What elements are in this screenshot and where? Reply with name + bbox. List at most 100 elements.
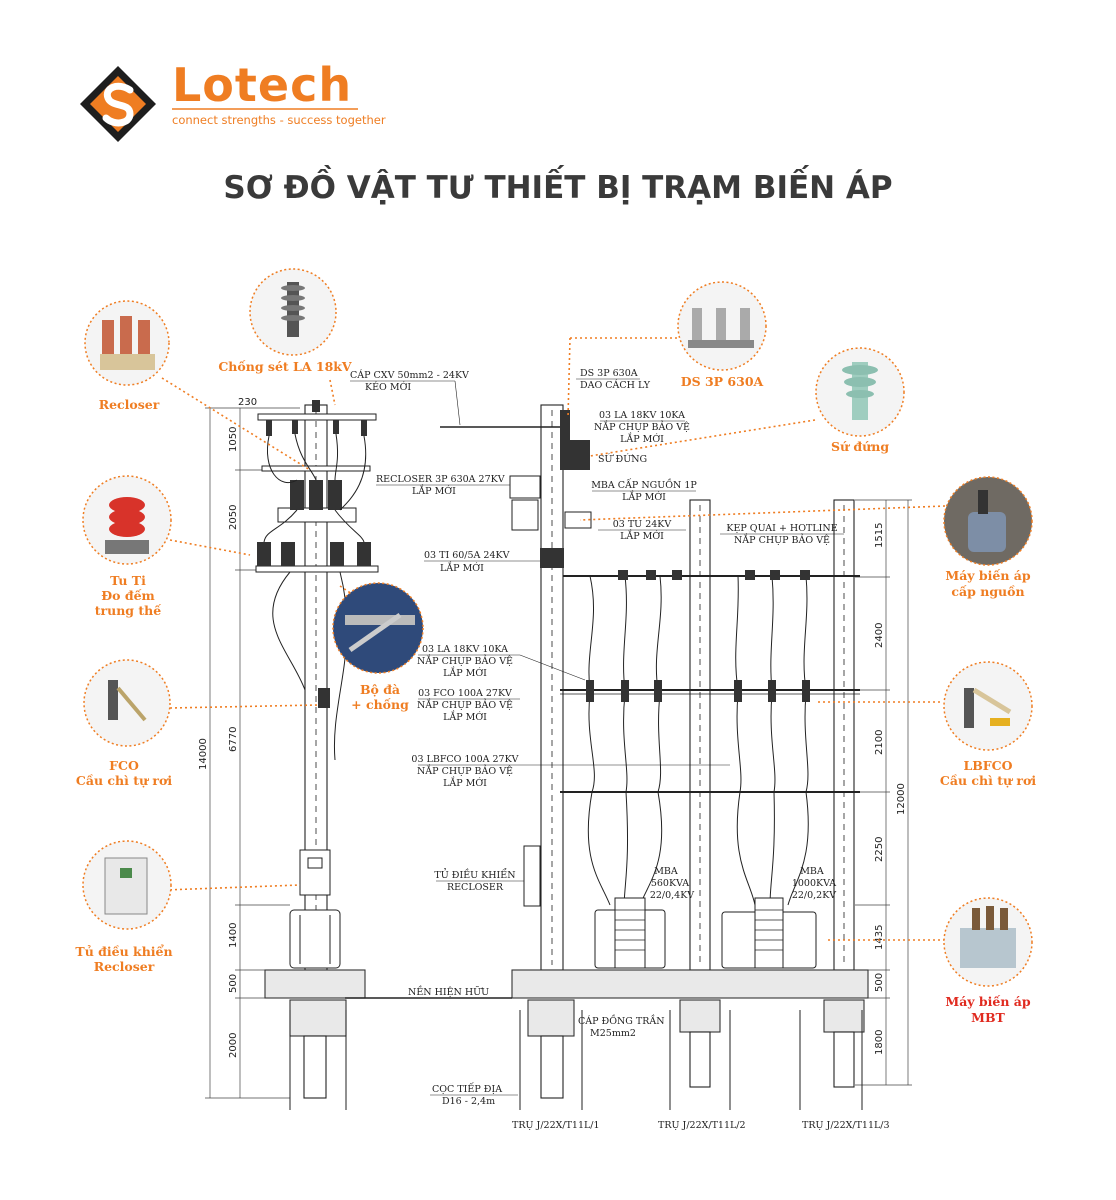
caption-sudung: Sứ đứng	[831, 439, 889, 454]
caption-lbfco-2: Cầu chì tự rơi	[940, 773, 1036, 788]
note-tudk-1: TỦ ĐIỀU KHIỂN	[434, 868, 515, 881]
boda-photo-icon	[332, 582, 424, 674]
note-mba560-2: 560KVA	[651, 878, 689, 889]
post-insulator-photo-icon	[815, 347, 905, 437]
note-kep-2: NẮP CHỤP BẢO VỆ	[734, 533, 830, 546]
note-capdong-2: M25mm2	[590, 1028, 636, 1039]
note-cap-cxv-1: CÁP CXV 50mm2 - 24KV	[350, 369, 469, 381]
la-photo-icon	[249, 268, 337, 356]
note-recloser-2: LẮP MỚI	[412, 484, 456, 497]
dim-230: 230	[238, 397, 257, 408]
note-recloser-1: RECLOSER 3P 630A 27KV	[376, 474, 505, 485]
caption-tudk-1: Tủ điều khiển	[75, 944, 172, 959]
note-nen: NỀN HIỆN HỮU	[408, 985, 489, 998]
technical-notes: CÁP CXV 50mm2 - 24KV KÉO MỚI RECLOSER 3P…	[350, 368, 890, 1131]
caption-recloser: Recloser	[99, 397, 160, 412]
caption-tuti-3: trung thế	[95, 603, 161, 618]
note-ds-2: DAO CÁCH LY	[580, 379, 651, 391]
note-la3b-1: 03 LA 18KV 10KA	[422, 644, 508, 655]
left-dimensions: 230 1050 2050 6770 14000 1400 500 2000	[198, 397, 300, 1099]
caption-tuti-1: Tu Ti	[110, 573, 146, 588]
caption-tudk-2: Recloser	[94, 959, 155, 974]
dim-2250: 2250	[874, 837, 885, 862]
note-mba1000-3: 22/0,2KV	[792, 890, 836, 901]
note-tru2: TRỤ J/22X/T11L/2	[658, 1120, 746, 1131]
note-fco3-1: 03 FCO 100A 27KV	[418, 688, 512, 699]
page-title: SƠ ĐỒ VẬT TƯ THIẾT BỊ TRẠM BIẾN ÁP	[223, 170, 893, 206]
right-dimensions: 1515 2400 2100 2250 12000 1435 500 1800	[855, 499, 912, 1086]
note-ti-1: 03 TI 60/5A 24KV	[424, 550, 510, 561]
left-pole	[255, 400, 379, 1110]
note-lbfco3-3: LẮP MỚI	[443, 776, 487, 789]
caption-mbacn-1: Máy biến áp	[945, 568, 1031, 583]
caption-la: Chống sét LA 18kV	[218, 359, 352, 374]
dim-2400: 2400	[874, 623, 885, 648]
lbfco-photo-icon	[943, 661, 1033, 751]
note-la3-3: LẮP MỚI	[620, 432, 664, 445]
note-ds-1: DS 3P 630A	[580, 368, 638, 379]
supply-transformer-photo-icon	[943, 476, 1033, 566]
note-lbfco3-2: NẮP CHỤP BẢO VỆ	[417, 764, 513, 777]
note-la3b-2: NẮP CHỤP BẢO VỆ	[417, 654, 513, 667]
note-kep-1: KẸP QUAI + HOTLINE	[726, 523, 837, 534]
dim-1800: 1800	[874, 1030, 885, 1055]
note-ti-2: LẮP MỚI	[440, 561, 484, 574]
note-mbacn-1: MBA CẤP NGUỒN 1P	[591, 478, 697, 491]
note-lbfco3-1: 03 LBFCO 100A 27KV	[411, 754, 518, 765]
caption-tuti-2: Đo đếm	[101, 588, 155, 603]
caption-mbacn-2: cấp nguồn	[951, 584, 1024, 599]
mbt-photo-icon	[943, 897, 1033, 987]
note-mba1000-1: MBA	[800, 866, 824, 877]
note-cap-cxv-2: KÉO MỚI	[365, 381, 411, 393]
caption-fco-2: Cầu chì tự rơi	[76, 773, 172, 788]
caption-boda-1: Bộ đà	[360, 682, 400, 697]
fco-photo-icon	[83, 659, 171, 747]
note-tu24-2: LẮP MỚI	[620, 529, 664, 542]
brand-name: Lotech	[172, 58, 353, 112]
note-coc-2: D16 - 2,4m	[442, 1096, 495, 1107]
dim-1515: 1515	[874, 523, 885, 548]
right-structure	[345, 404, 869, 1110]
note-la3-1: 03 LA 18KV 10KA	[599, 410, 685, 421]
note-mba560-3: 22/0,4KV	[650, 890, 694, 901]
brand-tagline: connect strengths - success together	[172, 113, 386, 127]
recloser-photo-icon	[84, 300, 170, 386]
dim-500r: 500	[874, 973, 885, 992]
dim-2050: 2050	[228, 505, 239, 530]
control-cabinet-photo-icon	[82, 840, 172, 930]
note-coc-1: CỌC TIẾP ĐỊA	[432, 1082, 502, 1095]
note-mba1000-2: 1000KVA	[792, 878, 836, 889]
note-tu24-1: 03 TU 24KV	[613, 519, 672, 530]
dim-2000: 2000	[228, 1033, 239, 1058]
caption-ds: DS 3P 630A	[681, 374, 764, 389]
dim-1435: 1435	[874, 925, 885, 950]
note-la3-2: NẮP CHỤP BẢO VỆ	[594, 420, 690, 433]
note-la3b-3: LẮP MỚI	[443, 666, 487, 679]
note-mbacn-2: LẮP MỚI	[622, 490, 666, 503]
note-fco3-2: NẮP CHỤP BẢO VỆ	[417, 698, 513, 711]
leader-lines	[161, 337, 946, 941]
dim-1400: 1400	[228, 923, 239, 948]
note-capdong-1: CÁP ĐỒNG TRẦN	[578, 1014, 665, 1027]
dim-2100: 2100	[874, 730, 885, 755]
tuti-photo-icon	[82, 475, 172, 565]
ds-photo-icon	[677, 281, 767, 371]
dim-14000: 14000	[198, 738, 209, 770]
dim-500: 500	[228, 974, 239, 993]
note-tru3: TRỤ J/22X/T11L/3	[802, 1120, 890, 1131]
caption-fco-1: FCO	[109, 758, 139, 773]
caption-lbfco-1: LBFCO	[963, 758, 1012, 773]
dim-12000: 12000	[896, 783, 907, 815]
dim-6770: 6770	[228, 727, 239, 752]
note-sudung: SỨ ĐỨNG	[598, 453, 647, 465]
caption-boda-2: + chống	[351, 697, 409, 712]
note-tru1: TRỤ J/22X/T11L/1	[512, 1120, 600, 1131]
caption-mbt-2: MBT	[971, 1010, 1005, 1025]
note-tudk-2: RECLOSER	[447, 882, 504, 893]
note-fco3-3: LẮP MỚI	[443, 710, 487, 723]
caption-mbt-1: Máy biến áp	[945, 994, 1031, 1009]
note-mba560-1: MBA	[654, 866, 678, 877]
lotech-logo	[80, 66, 156, 142]
dim-1050: 1050	[228, 427, 239, 452]
